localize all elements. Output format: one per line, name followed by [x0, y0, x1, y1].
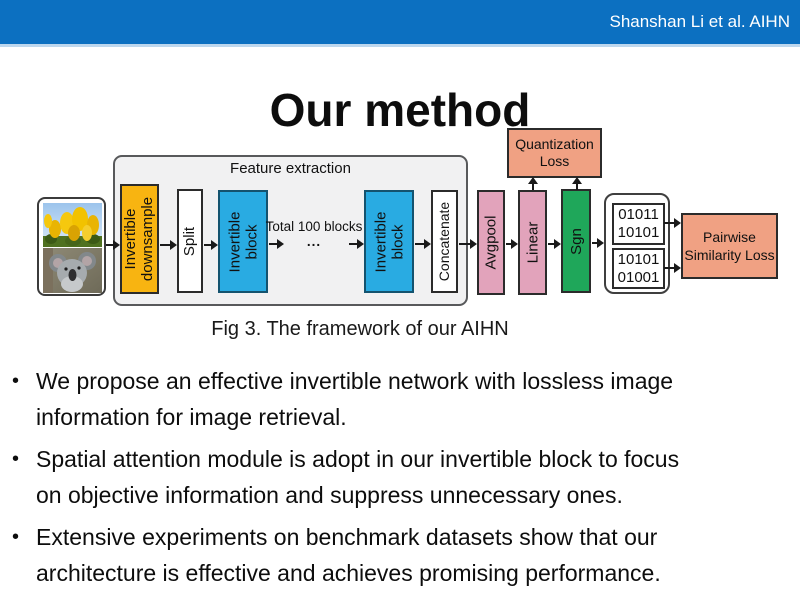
flow-arrow [664, 263, 681, 273]
invertible-block-2-label: Invertible block [372, 211, 406, 272]
feature-extraction-label: Feature extraction [230, 160, 351, 177]
flow-arrow [415, 239, 431, 249]
pairwise-similarity-loss-box: Pairwise Similarity Loss [681, 213, 778, 279]
author-credit: Shanshan Li et al. AIHN [609, 12, 790, 31]
list-item: • We propose an effective invertible net… [12, 363, 788, 435]
page-title: Our method [269, 83, 531, 136]
flow-arrow [459, 239, 477, 249]
flow-arrow [592, 238, 604, 248]
sgn-block: Sgn [561, 189, 591, 293]
tulips-photo [43, 203, 102, 247]
flow-arrow [204, 240, 218, 250]
input-images-frame [37, 197, 106, 296]
quantization-loss-box: Quantization Loss [507, 128, 602, 178]
hash-code-top: 01011 10101 [612, 203, 665, 245]
list-item: • Extensive experiments on benchmark dat… [12, 519, 788, 591]
bullet-marker: • [12, 526, 20, 548]
total-blocks-text: Total 100 blocks [265, 219, 363, 234]
flow-arrow [106, 240, 120, 250]
bullet-marker: • [12, 370, 20, 392]
invertible-block-1-label: Invertible block [226, 211, 260, 272]
hash-code-bottom: 10101 01001 [612, 248, 665, 289]
avgpool-label: Avgpool [482, 215, 500, 270]
linear-block: Linear [518, 190, 547, 295]
quantization-arrow-from-linear [528, 177, 538, 190]
split-block: Split [177, 189, 203, 293]
invertible-downsample-block: Invertible downsample [120, 184, 159, 294]
concatenate-label: Concatenate [436, 201, 452, 282]
hash-codes-frame: 01011 10101 10101 01001 [604, 193, 670, 294]
total-blocks-note: Total 100 blocks ... [264, 219, 364, 249]
bullet-marker: • [12, 448, 20, 470]
split-label: Split [181, 226, 199, 256]
flow-arrow [664, 218, 681, 228]
header-bar: Shanshan Li et al. AIHN [0, 0, 800, 47]
avgpool-block: Avgpool [477, 190, 505, 295]
quantization-arrow-from-sgn [572, 177, 582, 190]
invertible-downsample-label: Invertible downsample [122, 196, 157, 282]
flow-arrow [548, 239, 561, 249]
linear-label: Linear [524, 221, 542, 264]
concatenate-block: Concatenate [431, 190, 458, 293]
figure-caption: Fig 3. The framework of our AIHN [211, 318, 509, 340]
list-item: • Spatial attention module is adopt in o… [12, 441, 788, 513]
flow-arrow [506, 239, 518, 249]
bullet-text: Spatial attention module is adopt in our… [36, 446, 680, 508]
ellipsis-text: ... [306, 234, 322, 249]
bullet-list: • We propose an effective invertible net… [12, 363, 788, 597]
invertible-block-1: Invertible block [218, 190, 268, 293]
flow-arrow [269, 239, 284, 249]
bullet-text: We propose an effective invertible netwo… [36, 368, 674, 430]
flow-arrow [160, 240, 177, 250]
flow-arrow [349, 239, 364, 249]
invertible-block-2: Invertible block [364, 190, 414, 293]
koala-photo [43, 248, 102, 293]
bullet-text: Extensive experiments on benchmark datas… [36, 524, 661, 586]
sgn-label: Sgn [567, 227, 585, 255]
